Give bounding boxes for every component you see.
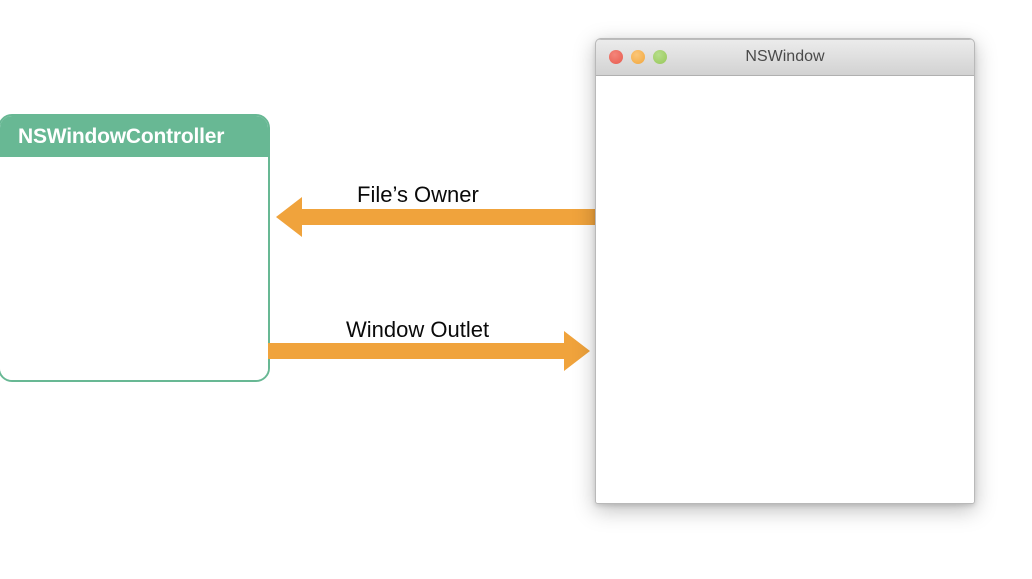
arrow-label-window-outlet: Window Outlet bbox=[346, 317, 490, 342]
close-icon[interactable] bbox=[609, 50, 623, 64]
nswindow-content-area bbox=[596, 76, 974, 503]
nswindow: NSWindow bbox=[595, 38, 975, 504]
minimize-icon[interactable] bbox=[631, 50, 645, 64]
nswindowcontroller-title: NSWindowController bbox=[18, 124, 225, 148]
nswindow-titlebar[interactable]: NSWindow bbox=[596, 39, 974, 76]
nswindowcontroller-body bbox=[0, 157, 268, 380]
arrow-window-outlet bbox=[268, 331, 590, 371]
arrow-files-owner bbox=[276, 197, 598, 237]
arrow-label-files-owner: File’s Owner bbox=[357, 182, 479, 207]
zoom-icon[interactable] bbox=[653, 50, 667, 64]
arrow-right-shape bbox=[268, 331, 590, 371]
nswindowcontroller-header: NSWindowController bbox=[0, 116, 268, 157]
arrow-left-shape bbox=[276, 197, 598, 237]
nswindowcontroller-box: NSWindowController bbox=[0, 114, 270, 382]
traffic-light-group bbox=[609, 39, 667, 75]
